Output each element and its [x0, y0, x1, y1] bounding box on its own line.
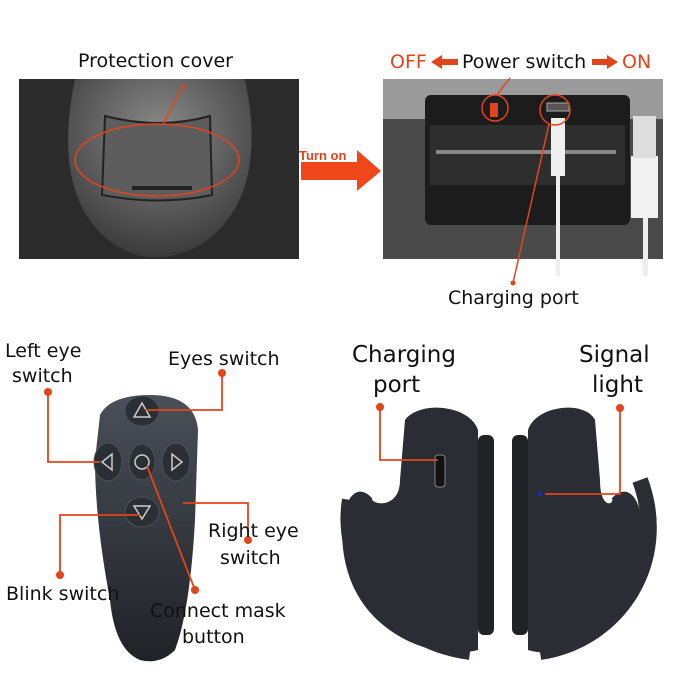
label-blink-switch: Blink switch	[6, 583, 120, 605]
battery-compartment-photo	[383, 77, 663, 286]
remote-control	[93, 395, 198, 662]
highlight-ellipse	[74, 123, 240, 197]
label-connect-mask-line2: button	[182, 626, 245, 648]
label-power-switch: Power switch	[462, 51, 587, 73]
signal-led	[538, 492, 542, 496]
label-right-eye-switch-line1: Right eye	[208, 520, 299, 542]
label-connect-mask-line1: Connect mask	[150, 600, 286, 622]
label-protection-cover: Protection cover	[78, 50, 233, 72]
ring-controller	[340, 407, 657, 660]
turn-on-arrow	[301, 150, 381, 191]
label-left-eye-switch-line1: Left eye	[5, 340, 82, 362]
label-signal-light-line1: Signal	[579, 342, 650, 368]
label-charging-port-top: Charging port	[448, 287, 579, 309]
label-signal-light-line2: light	[592, 372, 643, 398]
label-right-eye-switch-line2: switch	[220, 547, 281, 569]
remote-leaders	[47, 373, 249, 591]
label-ring-charging-port-line2: port	[373, 372, 421, 398]
label-left-eye-switch-line2: switch	[12, 365, 73, 387]
mask-back-photo	[19, 79, 299, 259]
label-ring-charging-port-line1: Charging	[352, 342, 456, 368]
label-on: ON	[622, 51, 652, 73]
label-eyes-switch: Eyes switch	[168, 348, 280, 370]
label-turn-on: Turn on	[299, 148, 347, 163]
label-off: OFF	[390, 51, 427, 73]
